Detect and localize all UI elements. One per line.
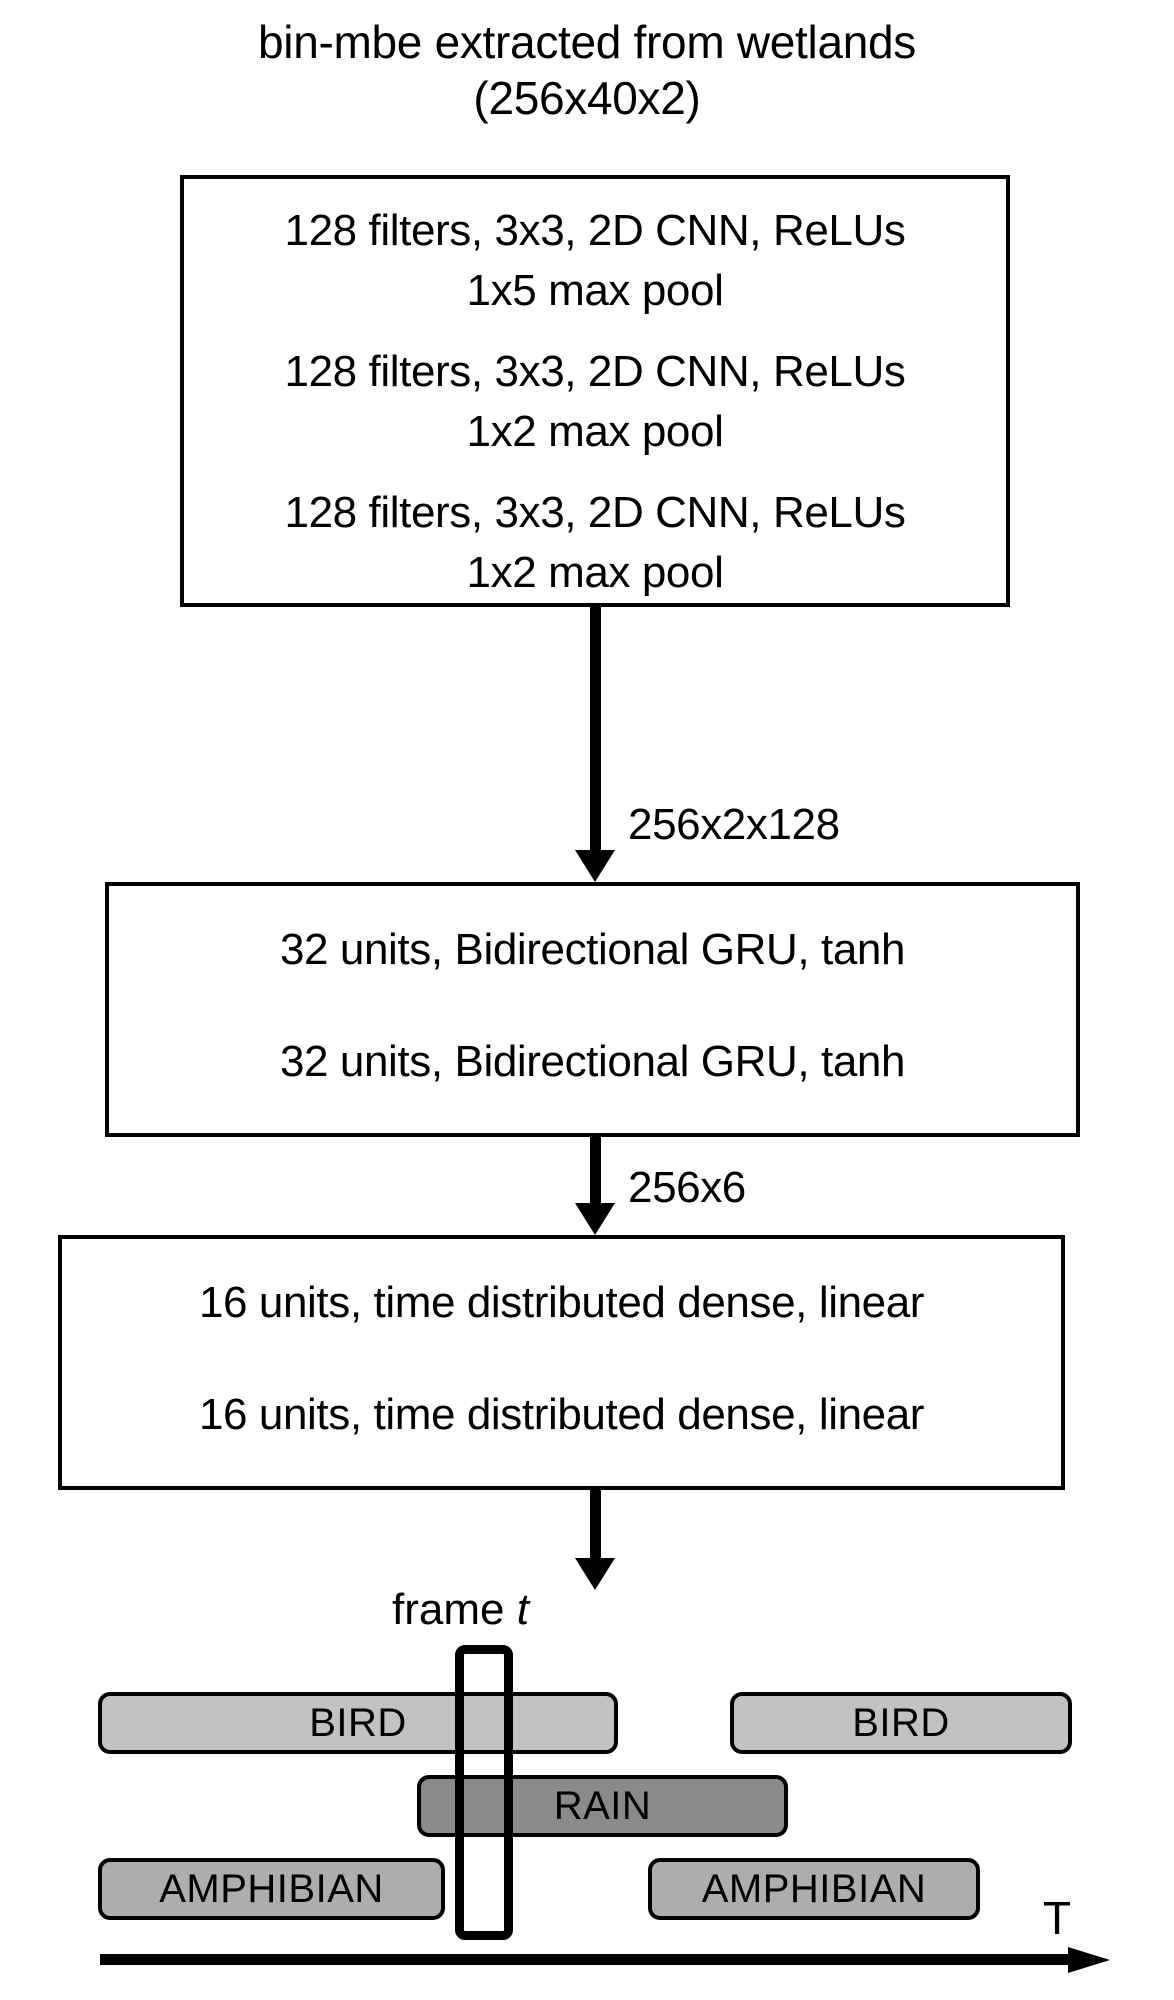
cnn-pool-line-1: 1x5 max pool (466, 266, 724, 315)
page-title: bin-mbe extracted from wetlands (256x40x… (0, 14, 1174, 126)
event-bar-amphibian-2: AMPHIBIAN (648, 1858, 980, 1920)
arrow-head-icon (575, 1203, 615, 1235)
event-bar-bird-2: BIRD (730, 1692, 1072, 1754)
arrow-head-icon (575, 850, 615, 882)
arrow-cnn-to-gru (575, 607, 615, 882)
time-axis-label: T (1043, 1892, 1072, 1944)
arrow-label-gru-to-dense: 256x6 (628, 1163, 746, 1212)
arrow-shaft (590, 1490, 601, 1558)
cnn-pool-line-2: 1x2 max pool (466, 407, 724, 456)
gru-line-2: 32 units, Bidirectional GRU, tanh (279, 1037, 906, 1086)
frame-t-label: frame t (392, 1585, 529, 1635)
gru-block: 32 units, Bidirectional GRU, tanh 32 uni… (105, 882, 1080, 1137)
event-bar-bird-1: BIRD (98, 1692, 618, 1754)
event-bar-rain-1: RAIN (417, 1775, 788, 1837)
time-axis-line (100, 1954, 1072, 1965)
title-line-1: bin-mbe extracted from wetlands (258, 16, 916, 68)
cnn-conv-line-1: 128 filters, 3x3, 2D CNN, ReLUs (284, 206, 906, 255)
arrow-label-cnn-to-gru: 256x2x128 (628, 800, 840, 849)
event-bar-amphibian-1: AMPHIBIAN (98, 1858, 445, 1920)
frame-t-label-variable: t (516, 1585, 529, 1634)
cnn-pool-line-3: 1x2 max pool (466, 548, 724, 597)
arrow-gru-to-dense (575, 1137, 615, 1235)
arrow-shaft (590, 1137, 601, 1203)
arrow-dense-to-timeline (575, 1490, 615, 1590)
cnn-block: 128 filters, 3x3, 2D CNN, ReLUs 1x5 max … (180, 175, 1010, 607)
frame-t-marker (455, 1645, 513, 1940)
frame-t-label-prefix: frame (392, 1585, 517, 1634)
title-line-2: (256x40x2) (473, 72, 701, 124)
dense-line-1: 16 units, time distributed dense, linear (198, 1278, 925, 1327)
cnn-conv-line-3: 128 filters, 3x3, 2D CNN, ReLUs (284, 488, 906, 537)
dense-block: 16 units, time distributed dense, linear… (58, 1235, 1065, 1490)
dense-line-2: 16 units, time distributed dense, linear (198, 1390, 925, 1439)
gru-line-1: 32 units, Bidirectional GRU, tanh (279, 925, 906, 974)
cnn-conv-line-2: 128 filters, 3x3, 2D CNN, ReLUs (284, 347, 906, 396)
arrow-head-icon (575, 1558, 615, 1590)
time-axis-arrow-head-icon (1068, 1947, 1110, 1973)
arrow-shaft (590, 607, 601, 850)
time-axis (100, 1947, 1110, 1973)
